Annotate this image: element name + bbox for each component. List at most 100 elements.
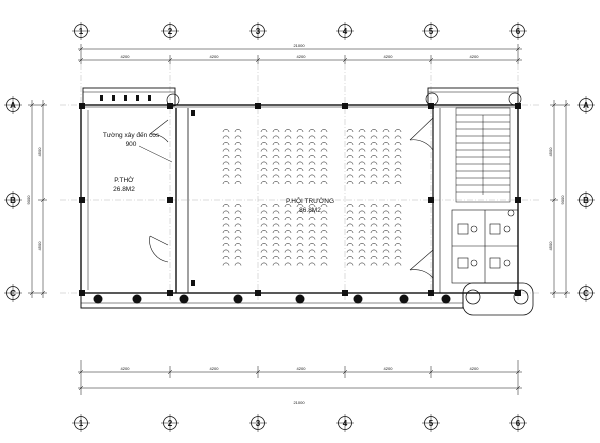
hall-chair	[272, 223, 280, 227]
hall-chair	[382, 204, 390, 208]
entry-porch	[462, 282, 534, 316]
hall-chair	[358, 236, 366, 240]
hall-chair	[260, 135, 268, 139]
hall-chair	[296, 262, 304, 266]
grid-col-label: 3	[256, 419, 261, 428]
hall-chair	[234, 142, 242, 146]
hall-chair	[394, 262, 402, 266]
hall-chair	[308, 217, 316, 221]
hall-chair	[272, 161, 280, 165]
hall-room-area: 86.8M2	[299, 207, 321, 214]
hall-chair	[296, 230, 304, 234]
hall-chair	[222, 236, 230, 240]
hall-chair	[296, 204, 304, 208]
hall-chair	[296, 236, 304, 240]
grid-col-label: 4	[343, 419, 348, 428]
hall-chair	[382, 249, 390, 253]
hall-chair	[394, 210, 402, 214]
hall-chair	[260, 217, 268, 221]
hall-chair	[296, 174, 304, 178]
hall-chair	[222, 223, 230, 227]
hall-chair	[394, 249, 402, 253]
hall-chair	[284, 148, 292, 152]
wall-note-line1: Tường xây đến cos	[103, 130, 160, 139]
hall-chair	[284, 210, 292, 214]
hall-chair	[346, 142, 354, 146]
hall-chair	[358, 262, 366, 266]
hall-chair	[308, 174, 316, 178]
hall-chair	[296, 223, 304, 227]
hall-chair	[260, 236, 268, 240]
hall-chair	[222, 148, 230, 152]
hall-chair	[370, 249, 378, 253]
hall-chair	[284, 181, 292, 185]
hall-chair	[382, 129, 390, 133]
hall-chair	[346, 230, 354, 234]
hall-chair	[234, 210, 242, 214]
worship-room-area: 26.8M2	[113, 186, 135, 193]
hall-chair	[308, 168, 316, 172]
hall-chair	[272, 217, 280, 221]
hall-chair	[284, 249, 292, 253]
grid-row-label: C	[10, 289, 16, 298]
hall-chair	[346, 148, 354, 152]
hall-chair	[284, 217, 292, 221]
hall-chair	[234, 155, 242, 159]
bay-dimension: 4200	[121, 366, 131, 371]
hall-chair	[222, 262, 230, 266]
hall-chair	[394, 204, 402, 208]
grid-col-label: 1	[79, 27, 84, 36]
hall-chair	[284, 243, 292, 247]
hall-chair	[358, 249, 366, 253]
hall-chair	[296, 155, 304, 159]
hall-chair	[382, 174, 390, 178]
hall-chair	[260, 249, 268, 253]
hall-chair	[222, 161, 230, 165]
hall-chair	[272, 249, 280, 253]
hall-chair	[382, 135, 390, 139]
hall-chair	[272, 230, 280, 234]
hall-chair	[222, 129, 230, 133]
hall-chair	[234, 129, 242, 133]
top-dimension-lines	[78, 44, 522, 64]
hall-chair	[308, 210, 316, 214]
grid-row-label: A	[583, 101, 589, 110]
hall-chair	[358, 135, 366, 139]
grid-col-label: 4	[343, 27, 348, 36]
hall-chair	[394, 256, 402, 260]
hall-chair	[382, 168, 390, 172]
hall-chair	[358, 174, 366, 178]
hall-chair	[308, 204, 316, 208]
hall-chair	[370, 230, 378, 234]
door-swings	[149, 117, 434, 279]
hall-chair	[346, 129, 354, 133]
hall-chair	[346, 217, 354, 221]
hall-chair	[308, 181, 316, 185]
hall-chair	[284, 155, 292, 159]
overall-width-dimension: 21000	[293, 43, 305, 48]
hall-chair	[234, 262, 242, 266]
hall-chair	[272, 243, 280, 247]
hall-chair	[272, 135, 280, 139]
grid-row-label: C	[583, 289, 589, 298]
hall-chair	[370, 161, 378, 165]
hall-chair	[382, 217, 390, 221]
hall-chair	[260, 129, 268, 133]
hall-chair	[308, 230, 316, 234]
verandah-round-columns	[93, 294, 451, 304]
hall-chair	[260, 161, 268, 165]
hall-chair	[370, 181, 378, 185]
wall-note-line2: 900	[126, 141, 137, 148]
hall-chair	[370, 217, 378, 221]
hall-chair	[296, 243, 304, 247]
hall-chair	[320, 236, 328, 240]
grid-col-label: 5	[429, 419, 434, 428]
hall-chair	[296, 210, 304, 214]
hall-chair	[284, 262, 292, 266]
hall-chair	[358, 210, 366, 214]
hall-chair	[260, 204, 268, 208]
right-dimension-lines	[550, 100, 570, 298]
hall-chair	[320, 174, 328, 178]
hall-chair	[234, 217, 242, 221]
